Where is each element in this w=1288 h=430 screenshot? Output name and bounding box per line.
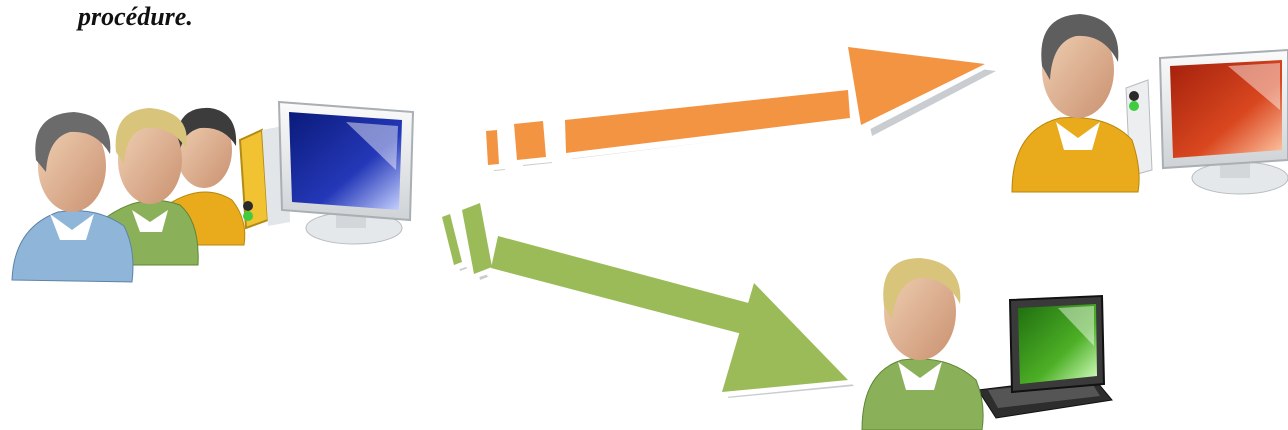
user-with-laptop-icon [862,258,1112,430]
recipient-top-person [1012,14,1139,192]
recipient-desktop-monitor [1126,50,1288,194]
green-arrow-icon [434,194,856,398]
recipient-bottom-person [862,258,983,430]
orange-arrow-icon [479,40,997,171]
recipient-laptop [978,296,1112,418]
user-group-with-desktop-icon [12,102,413,282]
group-desktop-monitor [240,102,413,244]
group-person-1 [12,112,133,282]
user-with-desktop-icon [1012,14,1288,194]
